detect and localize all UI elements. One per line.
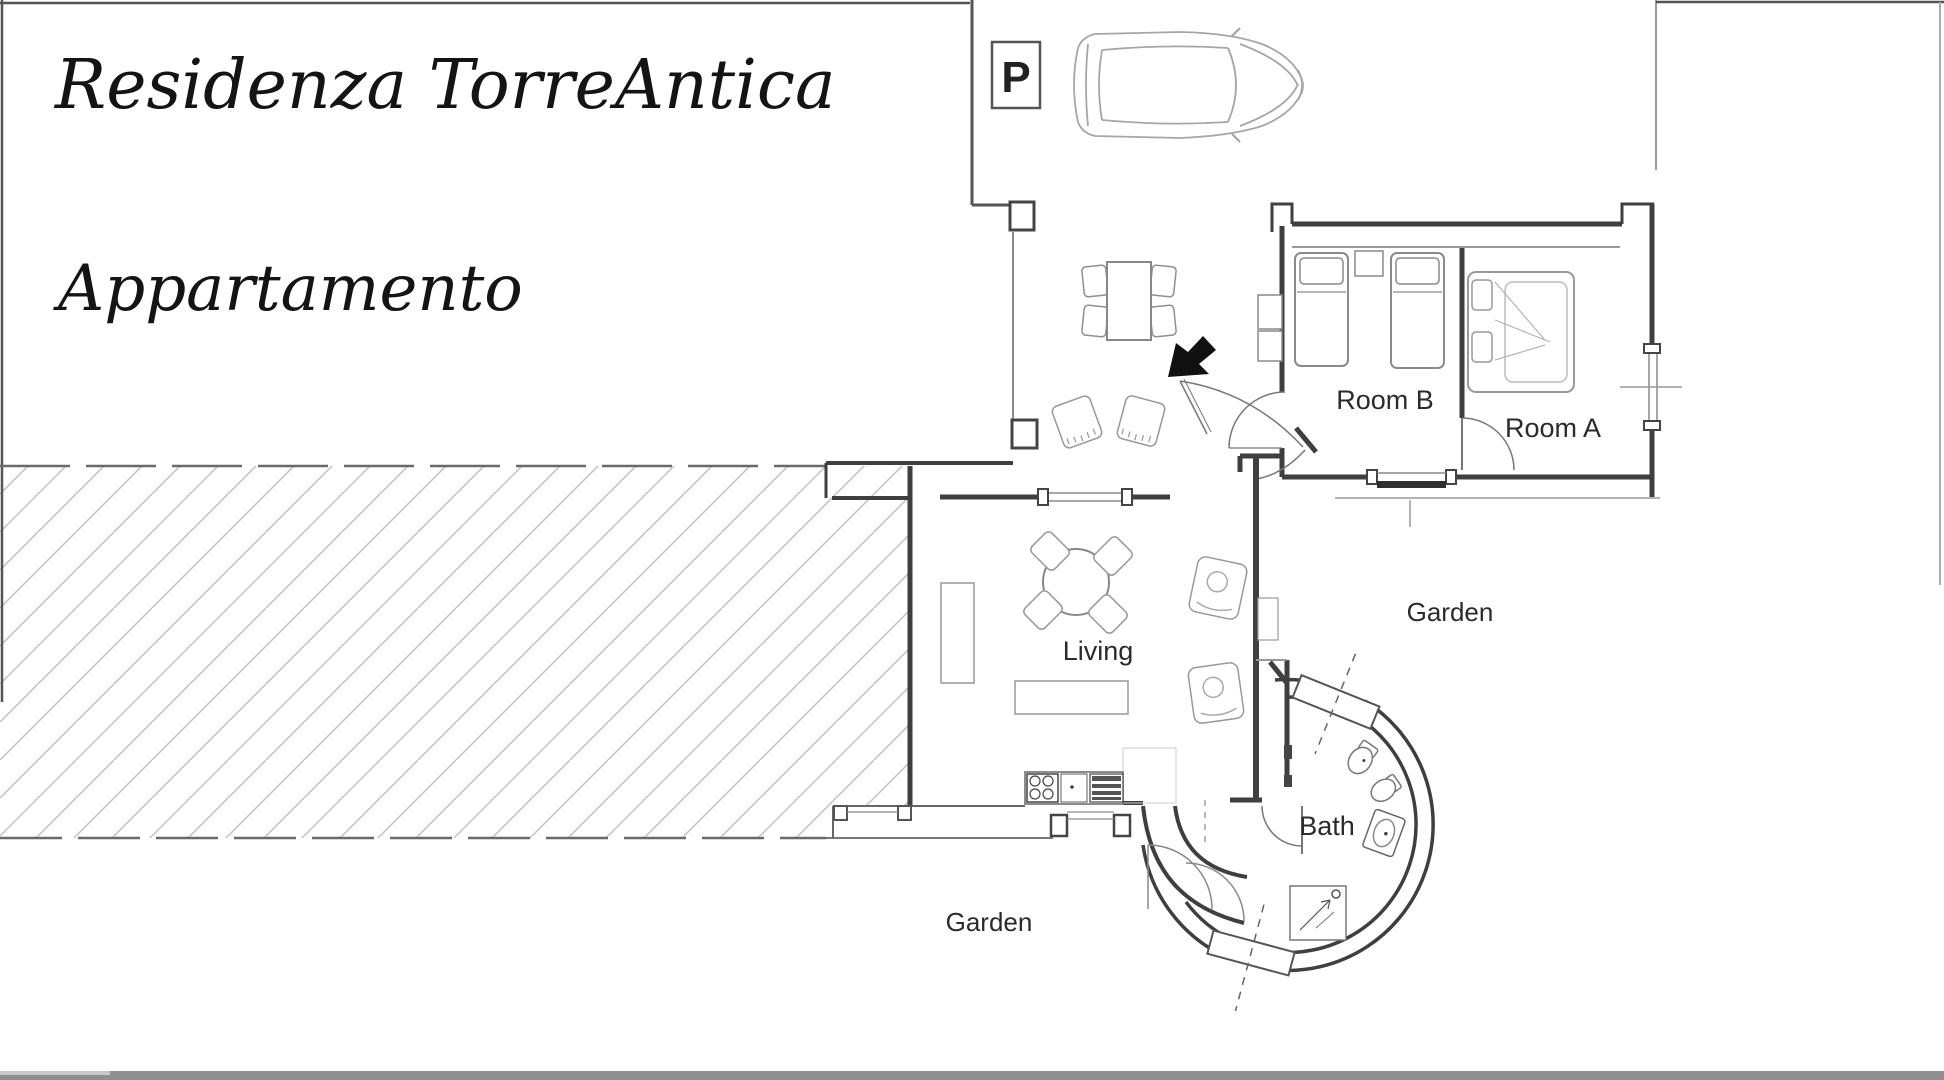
- chair-icon: [1149, 304, 1177, 338]
- sink-unit-icon: [1060, 773, 1088, 803]
- armchair-icon: [1188, 556, 1248, 620]
- entrance-arrow-icon: [1168, 336, 1216, 377]
- tower-window-northeast: [1291, 653, 1381, 755]
- coffee-table-icon: [1014, 680, 1129, 715]
- parking-area: P: [990, 27, 1304, 232]
- residence-title: Residenza TorreAntica: [53, 46, 836, 125]
- nightstand-icon: [1354, 250, 1384, 277]
- dining-table-icon: [1106, 261, 1152, 341]
- bottom-bar: [0, 1071, 1944, 1080]
- hall-walls: [824, 232, 1039, 500]
- hall-armchairs: [1051, 395, 1166, 449]
- armchair-icon: [1187, 662, 1245, 724]
- apartment-subtitle: Appartamento: [53, 252, 523, 326]
- room-b-label: Room B: [1336, 385, 1434, 415]
- chair-icon: [1093, 536, 1133, 576]
- garden-east-label: Garden: [1407, 597, 1494, 627]
- bath-label: Bath: [1299, 811, 1355, 841]
- garden-south-label: Garden: [946, 907, 1033, 937]
- living-furniture: [940, 531, 1279, 724]
- bidet-icon: [1370, 773, 1402, 802]
- living-south-french-door: [833, 805, 912, 821]
- parking-sign-label: P: [1001, 53, 1030, 102]
- bath-fixtures: [1289, 739, 1406, 941]
- radiator-icon: [1257, 294, 1283, 362]
- car-icon: [1073, 27, 1304, 143]
- living-north-window: [1037, 488, 1133, 506]
- sofa-icon: [940, 582, 975, 684]
- wall-niche: [1257, 597, 1279, 641]
- chair-icon: [1088, 594, 1128, 634]
- kitchen-south-window: [1049, 811, 1132, 838]
- room-a-double-bed: [1467, 271, 1575, 393]
- dining-table-set: [1081, 261, 1177, 341]
- pillar: [1008, 200, 1036, 232]
- hatched-terrain-area: [0, 466, 910, 838]
- corridor-curved-walls: [1141, 800, 1248, 925]
- chair-icon: [1081, 264, 1109, 298]
- parking-sign: [990, 40, 1042, 110]
- chair-icon: [1081, 304, 1109, 338]
- chair-icon: [1149, 264, 1177, 298]
- chair-icon: [1023, 590, 1063, 630]
- living-label: Living: [1063, 636, 1134, 666]
- room-a-east-window: [1620, 343, 1682, 431]
- entry-door-arcs: [1179, 378, 1306, 480]
- sink-icon: [1362, 808, 1406, 858]
- door-jamb-marks: [1284, 745, 1292, 787]
- round-table-icon: [1042, 548, 1110, 616]
- tower-window-southwest: [1206, 904, 1296, 1012]
- toilet-icon: [1347, 739, 1379, 775]
- bottom-bar-highlight: [0, 1071, 110, 1075]
- room-a-label: Room A: [1505, 413, 1601, 443]
- shower-icon: [1289, 885, 1347, 941]
- plot-boundary-lines: [0, 0, 1944, 840]
- armchair-icon: [1116, 395, 1166, 447]
- kitchen-counter-icon: [1024, 747, 1177, 805]
- living-room-walls: [832, 458, 1290, 838]
- armchair-icon: [1051, 395, 1103, 449]
- chair-icon: [1030, 531, 1070, 571]
- door-arcs-bedrooms: [1228, 391, 1515, 471]
- bath-door: [1261, 805, 1303, 854]
- room-b-twin-beds: [1294, 250, 1445, 369]
- room-b-south-window: [1366, 469, 1457, 527]
- bedroom-wing-walls: [1237, 202, 1660, 499]
- garden-door-arcs: [1147, 844, 1245, 922]
